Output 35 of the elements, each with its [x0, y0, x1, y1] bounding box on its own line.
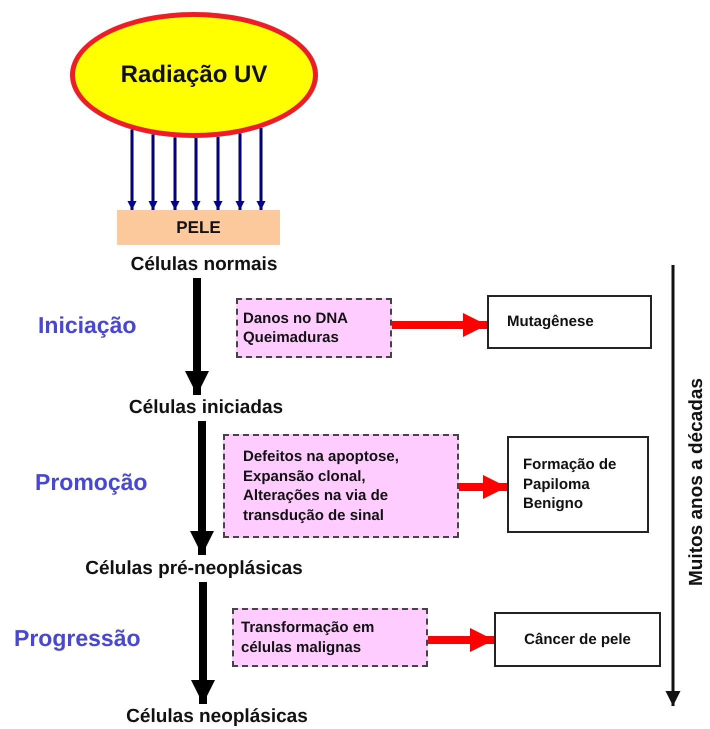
node-text: Formação de Papiloma Benigno: [523, 455, 618, 514]
outcome-box: [487, 295, 652, 349]
phase-label: Iniciação: [38, 312, 136, 339]
arrow: [128, 130, 136, 210]
timeline-label: Muitos anos a décadas: [685, 377, 708, 588]
arrow: [190, 421, 214, 555]
arrow: [428, 628, 494, 652]
node-text: Radiação UV: [120, 61, 268, 89]
arrow: [214, 136, 222, 210]
arrow: [256, 128, 266, 210]
arrow: [192, 138, 200, 210]
arrow: [170, 137, 180, 210]
arrow: [191, 582, 215, 704]
skin-box: [117, 210, 280, 245]
node-text: Mutagênese: [507, 312, 595, 332]
phase-label: Progressão: [14, 625, 141, 652]
node-text: Transformação em células malignas: [241, 618, 376, 657]
node-text: PELE: [176, 218, 221, 238]
node-text: Células iniciadas: [128, 397, 284, 419]
arrow: [185, 278, 209, 395]
arrow: [459, 475, 507, 499]
node-text: Câncer de pele: [523, 630, 632, 650]
node-text: Danos no DNA: [243, 308, 349, 328]
node-text: Células neoplásicas: [126, 706, 308, 728]
outcome-box: [507, 436, 649, 533]
phase-label: Promoção: [35, 469, 148, 496]
node-text: Células normais: [130, 254, 278, 276]
node-text: Células pré-neoplásicas: [85, 558, 303, 580]
factor-box: [232, 608, 428, 667]
node-text: Queimaduras: [243, 328, 340, 348]
factor-box: [223, 434, 459, 538]
outcome-box: [494, 612, 661, 667]
arrow: [392, 313, 487, 337]
node-text: Defeitos na apoptose, Expansão clonal, Alterações na via de transdução de sinal: [243, 447, 400, 525]
factor-box: [236, 298, 392, 358]
